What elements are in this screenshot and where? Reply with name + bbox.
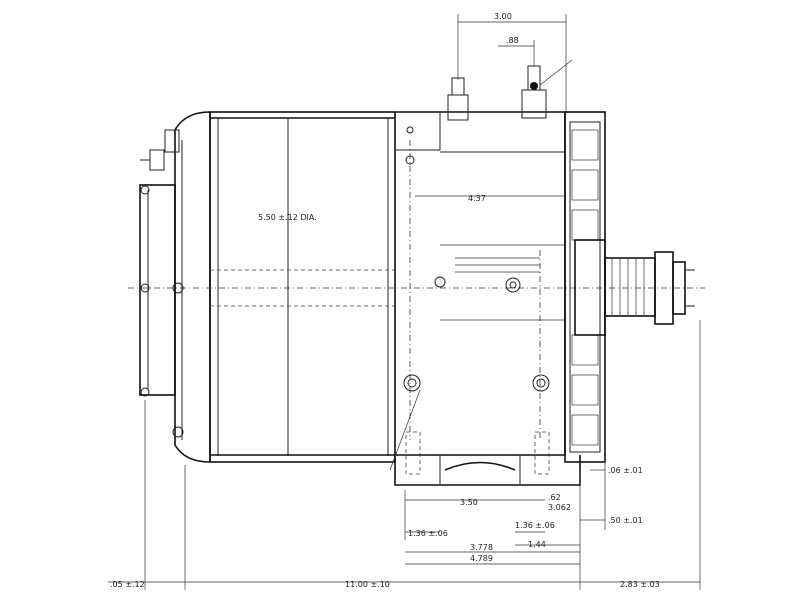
dim-top-overall: 3.00	[494, 12, 512, 21]
dim-body-diameter: 5.50 ±.12 DIA.	[258, 213, 317, 222]
dim-right-136: 1.36 ±.06	[515, 521, 555, 530]
dim-bottom-left: .05 ±.12	[110, 580, 145, 589]
bolt-holes	[403, 126, 550, 475]
motor-housing	[128, 111, 705, 486]
dim-small-62: .62	[548, 493, 561, 502]
dim-offset-437: 4.37	[468, 194, 486, 203]
dim-small-3062: 3.062	[548, 503, 571, 512]
dim-bottom-overall: 11.00 ±.10	[345, 580, 390, 589]
dim-right-06: .06 ±.01	[608, 466, 643, 475]
dim-mount-spacing: 3.50	[460, 498, 478, 507]
dim-terminal-spacing: .88	[506, 36, 519, 45]
dim-bottom-right: 2.83 ±.03	[620, 580, 660, 589]
top-terminals	[447, 59, 573, 121]
dimension-lines	[108, 14, 701, 590]
dim-3778: 3.778	[470, 543, 493, 552]
dim-4789: 4.789	[470, 554, 493, 563]
dim-144: 1.44	[528, 540, 546, 549]
fan-pulley	[564, 111, 695, 463]
dim-left-136: 1.36 ±.06	[408, 529, 448, 538]
dim-right-50: .50 ±.01	[608, 516, 643, 525]
left-bracket	[139, 129, 184, 438]
dimension-labels: 3.00 .88 5.50 ±.12 DIA. 4.37 3.50 .62 3.…	[110, 12, 660, 589]
